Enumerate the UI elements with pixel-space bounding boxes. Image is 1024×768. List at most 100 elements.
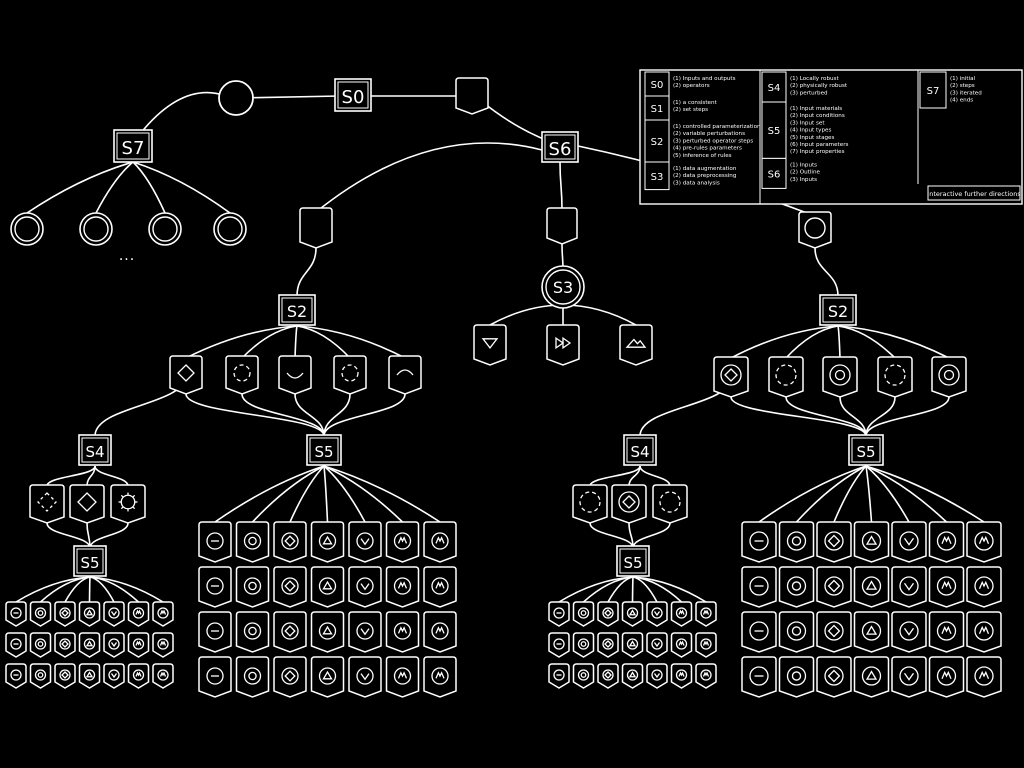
zigzag-icon <box>135 640 142 646</box>
ring-icon <box>602 669 614 681</box>
stage-label-s2-left: S2 <box>287 302 307 321</box>
grid-left-small-cell <box>78 632 101 658</box>
edge-to-s5-right <box>865 396 896 437</box>
grid-left-small-edge <box>89 576 164 603</box>
grid-left-center-glyph <box>356 532 374 550</box>
legend-tag-box <box>919 71 947 109</box>
grid-right-center-cell <box>778 656 815 698</box>
grid-left-center-glyph <box>318 532 337 550</box>
ring-icon <box>206 577 224 595</box>
grid-left-center-glyph <box>281 577 299 595</box>
zigzag-icon <box>702 640 710 646</box>
ellipsis-label: ... <box>119 248 135 264</box>
inner-ring-icon <box>248 626 257 636</box>
grid-left-small-cell <box>78 601 101 627</box>
edge-s2-left-child <box>294 325 298 359</box>
ring-icon <box>786 621 807 641</box>
edge-s2-right-child <box>837 325 950 359</box>
grid-left-center-glyph <box>318 577 337 595</box>
ring-icon <box>393 577 412 595</box>
grid-right-small-cell <box>572 601 595 627</box>
edge-s7-child <box>95 161 134 214</box>
gear-tooth <box>120 506 124 510</box>
grid-right-center-edge <box>865 465 985 523</box>
s4-left-child-0 <box>29 484 65 524</box>
ring-icon <box>700 638 712 650</box>
zigzag-icon <box>702 609 710 615</box>
ring-icon <box>108 638 120 650</box>
grid-left-small-glyph <box>157 669 169 681</box>
grid-left-center-edge <box>323 465 329 523</box>
zigzag-icon <box>397 671 408 679</box>
grid-left-center-cell <box>273 656 307 698</box>
diamond-icon <box>284 670 296 682</box>
edge-s2-right-child <box>785 325 839 359</box>
triangle-icon <box>628 640 637 647</box>
stage-box-s4-left <box>78 434 112 466</box>
diamond-icon <box>284 625 296 637</box>
chevron-icon <box>110 673 118 679</box>
grid-left-small-glyph <box>59 607 71 619</box>
zigzag-icon <box>941 580 952 589</box>
inner-ring-icon <box>580 672 587 678</box>
stage-box-s2-left-inner <box>281 297 313 323</box>
ring-icon <box>59 607 71 619</box>
ring-icon <box>700 607 712 619</box>
grid-right-small-cell <box>597 663 619 689</box>
grid-right-small-cell <box>548 632 570 658</box>
grid-right-center-glyph <box>824 531 844 551</box>
grid-left-small-cell <box>29 663 52 689</box>
inner-ring-icon <box>37 641 44 647</box>
s2-left-glyph-0 <box>177 364 195 382</box>
zigzag-icon <box>135 671 142 677</box>
grid-right-center-glyph <box>824 621 844 641</box>
legend-tag-label: S7 <box>927 86 940 97</box>
stage-label-s5-left-center: S5 <box>314 443 333 461</box>
frown-icon <box>396 369 414 376</box>
stage-box-s6-inner <box>544 134 576 160</box>
grid-right-center-glyph <box>861 666 882 686</box>
diamond-icon <box>77 492 97 512</box>
chevron-icon <box>653 611 661 617</box>
fast-forward-icon <box>555 336 572 350</box>
legend-tag-box <box>644 71 670 97</box>
grid-right-center-cell <box>741 611 777 653</box>
legend-column-2: S4(1) Locally robust(2) physically robus… <box>761 71 848 189</box>
diamond-icon <box>604 609 612 617</box>
grid-left-small-glyph <box>83 669 96 681</box>
right-shield-ring <box>804 217 826 239</box>
zigzag-icon <box>435 536 445 544</box>
grid-left-small-glyph <box>10 607 22 619</box>
top-shield-node <box>455 77 489 115</box>
legend-tag-box <box>644 119 670 163</box>
ring-icon <box>861 666 882 686</box>
legend-line: (1) data augmentation <box>673 166 737 172</box>
diamond-icon <box>827 579 841 593</box>
stage-label-s0: S0 <box>342 87 365 108</box>
s4-left-glyph-0 <box>37 492 57 512</box>
legend-line: (2) Outline <box>790 170 820 176</box>
ring-icon <box>899 531 919 551</box>
legend-tag-box <box>644 161 670 191</box>
stage-box-s0 <box>334 78 372 112</box>
grid-left-center-glyph <box>206 577 224 595</box>
edge-s4-right-child <box>589 465 641 487</box>
diamond-icon <box>604 640 612 648</box>
ring-icon <box>651 669 663 681</box>
grid-left-small-glyph <box>83 607 96 619</box>
inner-ring-icon <box>580 610 587 616</box>
grid-right-small-glyph <box>553 607 565 619</box>
edge-s2-right-child <box>730 325 839 359</box>
legend-tag-box <box>761 101 787 159</box>
stage-ring-s3 <box>541 265 585 309</box>
grid-right-center-glyph <box>899 531 919 551</box>
grid-right-center-cell <box>853 566 890 608</box>
ring-icon <box>206 667 224 685</box>
ring-icon <box>318 667 337 685</box>
s4-left-glyph-1 <box>77 492 97 512</box>
s2-right-glyph-4 <box>938 364 960 386</box>
ring-icon <box>83 669 96 681</box>
ring-icon <box>936 666 957 686</box>
grid-left-center-glyph <box>243 577 262 595</box>
ring-icon <box>577 638 590 650</box>
